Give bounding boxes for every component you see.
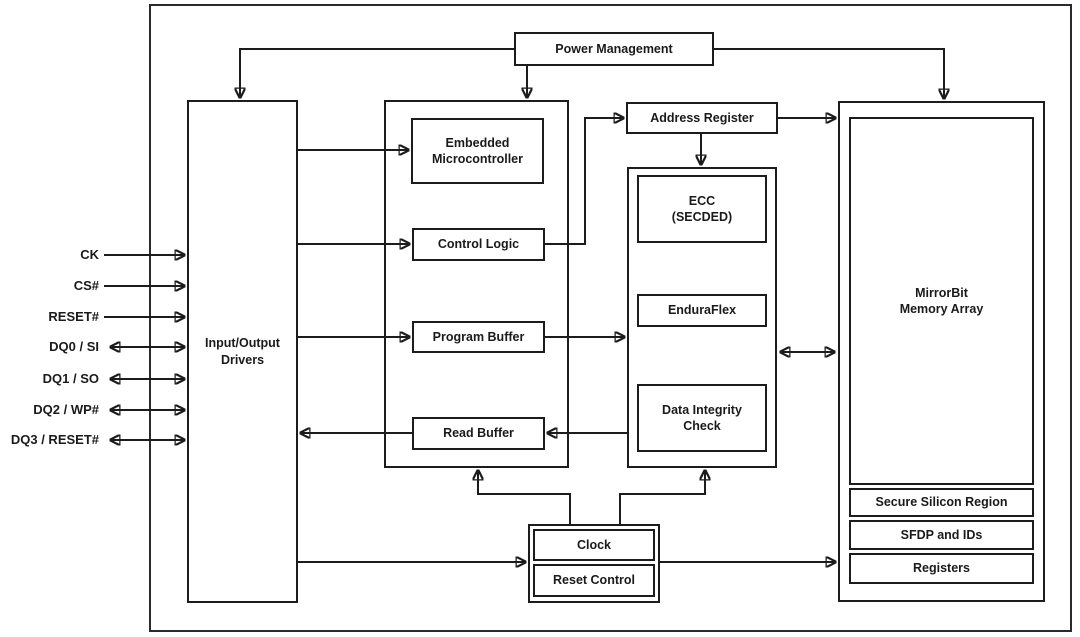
signal-label-ck: CK <box>80 247 99 262</box>
address-register-block: Address Register <box>626 102 778 134</box>
embedded-microcontroller-block: Embedded Microcontroller <box>411 118 544 184</box>
reset-control-block: Reset Control <box>533 564 655 597</box>
mirrorbit-memory-array-block: MirrorBit Memory Array <box>849 117 1034 485</box>
registers-block: Registers <box>849 553 1034 584</box>
secure-silicon-region-block: Secure Silicon Region <box>849 488 1034 517</box>
io-drivers-block: Input/Output Drivers <box>187 100 298 603</box>
enduraflex-block: EnduraFlex <box>637 294 767 327</box>
program-buffer-block: Program Buffer <box>412 321 545 353</box>
ecc-secded-block: ECC (SECDED) <box>637 175 767 243</box>
clock-block: Clock <box>533 529 655 561</box>
read-buffer-block: Read Buffer <box>412 417 545 450</box>
chip-boundary <box>149 4 1072 632</box>
signal-label-dq2-wp: DQ2 / WP# <box>33 402 99 417</box>
power-management-block: Power Management <box>514 32 714 66</box>
sfdp-and-ids-block: SFDP and IDs <box>849 520 1034 550</box>
signal-label-cs: CS# <box>73 278 99 293</box>
signal-label-dq3-reset: DQ3 / RESET# <box>10 432 99 447</box>
signal-label-dq1-so: DQ1 / SO <box>42 371 99 386</box>
control-logic-block: Control Logic <box>412 228 545 261</box>
data-integrity-check-block: Data Integrity Check <box>637 384 767 452</box>
signal-label-dq0-si: DQ0 / SI <box>49 339 99 354</box>
signal-label-reset: RESET# <box>48 309 99 324</box>
